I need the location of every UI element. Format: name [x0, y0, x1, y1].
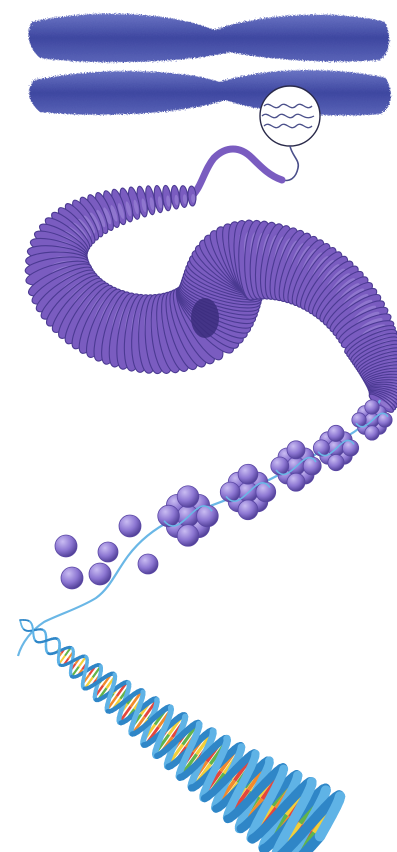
- magnified-chromatin-loop: [260, 86, 320, 181]
- nucleosome-cluster: [158, 400, 392, 546]
- supercoiled-chromatin-fiber: [24, 185, 397, 415]
- dna-double-helix: [20, 620, 340, 852]
- histone-octamer: [55, 515, 158, 589]
- chromatin-tail: [192, 149, 282, 196]
- chromosome-illustration: [29, 14, 391, 116]
